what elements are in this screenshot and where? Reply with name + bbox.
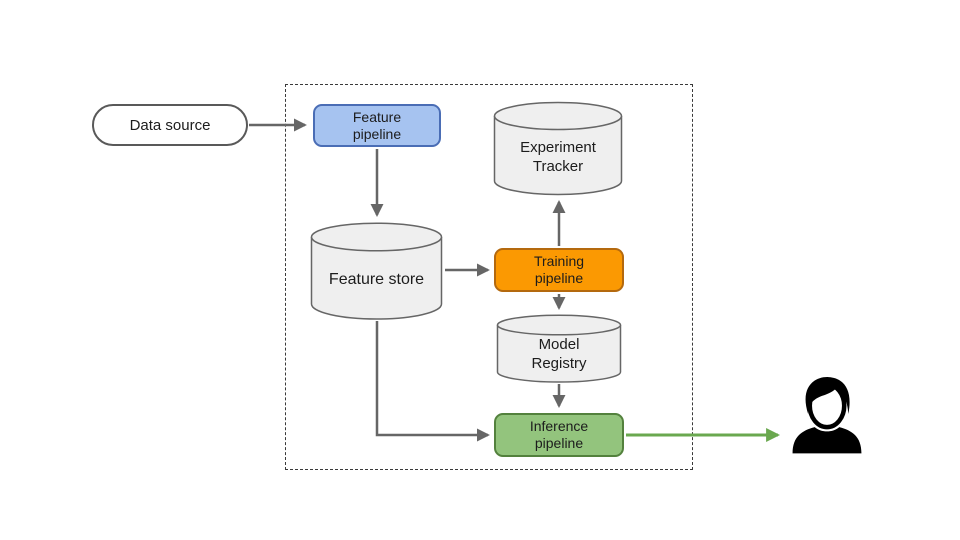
node-inference-pipeline: Inference pipeline bbox=[494, 413, 624, 457]
node-data-source: Data source bbox=[92, 104, 248, 146]
node-feature-pipeline: Feature pipeline bbox=[313, 104, 441, 147]
arrow-feature-store-to-inference-pipeline bbox=[375, 321, 490, 442]
training-pipeline-label: Training pipeline bbox=[533, 253, 585, 286]
pipeline-boundary-box bbox=[285, 84, 693, 470]
user-person-icon bbox=[786, 371, 868, 457]
node-feature-store: Feature store bbox=[310, 222, 443, 320]
feature-pipeline-label: Feature pipeline bbox=[352, 108, 402, 142]
feature-store-label: Feature store bbox=[328, 271, 425, 288]
node-experiment-tracker: Experiment Tracker bbox=[493, 101, 623, 196]
data-source-label: Data source bbox=[129, 116, 211, 134]
person-silhouette-icon bbox=[792, 377, 862, 454]
experiment-tracker-label: Experiment Tracker bbox=[520, 138, 596, 175]
node-model-registry: Model Registry bbox=[496, 314, 622, 383]
database-cylinder-icon bbox=[496, 314, 622, 383]
inference-pipeline-label: Inference pipeline bbox=[529, 418, 589, 451]
database-cylinder-icon bbox=[493, 101, 623, 196]
database-cylinder-icon bbox=[310, 222, 443, 320]
node-training-pipeline: Training pipeline bbox=[494, 248, 624, 292]
model-registry-label: Model Registry bbox=[531, 336, 587, 372]
